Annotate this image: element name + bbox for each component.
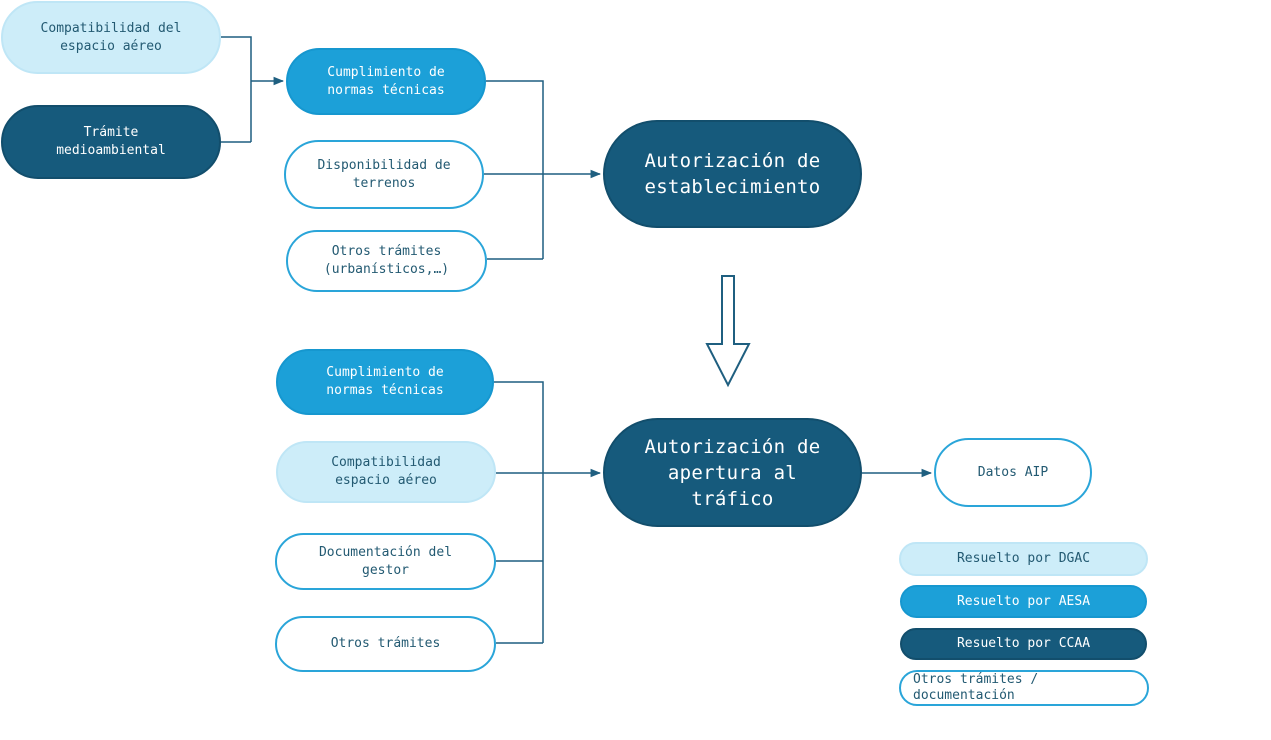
connector-airspace — [221, 36, 252, 142]
node-environmental-procedure: Trámite medioambiental — [1, 105, 221, 179]
node-airspace-compatibility: Compatibilidad del espacio aéreo — [1, 1, 221, 74]
node-technical-standards: Cumplimiento de normas técnicas — [286, 48, 486, 115]
legend-other: Otros trámites / documentación — [899, 670, 1149, 706]
node-other-procedures: Otros trámites — [275, 616, 496, 672]
legend-dgac: Resuelto por DGAC — [899, 542, 1148, 576]
node-other-procedures-urban: Otros trámites (urbanísticos,…) — [286, 230, 487, 292]
node-establishment-authorization: Autorización de establecimiento — [603, 120, 862, 228]
legend-ccaa: Resuelto por CCAA — [900, 628, 1147, 660]
down-arrow — [705, 275, 751, 388]
legend-aesa: Resuelto por AESA — [900, 585, 1147, 618]
node-technical-standards-opening: Cumplimiento de normas técnicas — [276, 349, 494, 415]
node-operator-documentation: Documentación del gestor — [275, 533, 496, 590]
connector-standards-2 — [494, 381, 544, 643]
node-airspace-compatibility-opening: Compatibilidad espacio aéreo — [276, 441, 496, 503]
node-opening-authorization: Autorización de apertura al tráfico — [603, 418, 862, 527]
connector-standards — [486, 80, 544, 259]
node-aip-data: Datos AIP — [934, 438, 1092, 507]
node-land-availability: Disponibilidad de terrenos — [284, 140, 484, 209]
